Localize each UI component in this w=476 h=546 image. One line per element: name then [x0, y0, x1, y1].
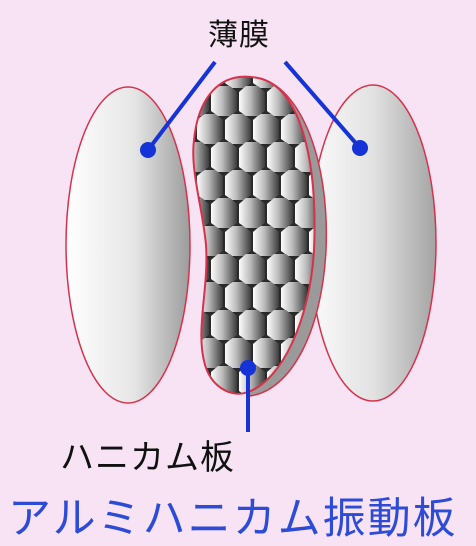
honeycomb-plate — [180, 60, 330, 410]
honeycomb-pointer-dot — [240, 360, 256, 376]
film-right-pointer-dot — [352, 140, 368, 156]
film-left — [66, 87, 190, 403]
honeycomb-plate-label: ハニカム板 — [60, 430, 235, 479]
film-right — [310, 85, 436, 401]
film-label: 薄膜 — [208, 10, 270, 54]
film-left-pointer-dot — [140, 142, 156, 158]
diagram-caption: アルミハニカム振動板 — [8, 484, 458, 546]
